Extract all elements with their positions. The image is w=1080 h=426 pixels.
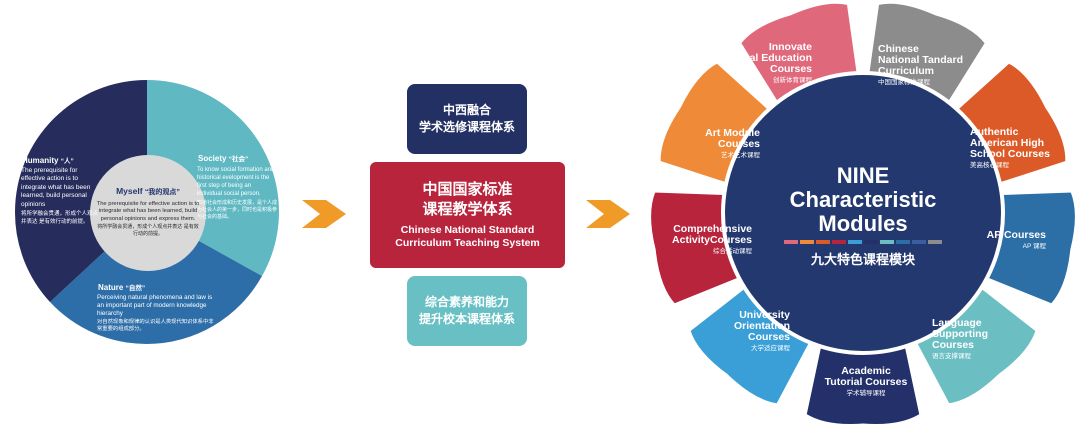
- center-title-line-3: Modules: [818, 211, 907, 236]
- nature-segment: [50, 212, 262, 345]
- center-title-line-2: Characteristic: [790, 187, 937, 212]
- school-based-line-1: 综合素养和能力: [424, 295, 509, 309]
- perspective-circle-diagram: Humanity “人” The prerequisite for effect…: [14, 80, 279, 345]
- academic-elective-line-1: 中西融合: [442, 103, 491, 117]
- national-curriculum-cn-line-1: 中国国家标准: [422, 181, 513, 198]
- school-based-line-2: 提升校本课程体系: [418, 312, 515, 326]
- national-curriculum-en-line-2: Curriculum Teaching System: [395, 237, 540, 249]
- color-bar: [784, 240, 942, 244]
- society-body-en: To know social formation and historical …: [197, 167, 275, 197]
- svg-text:Humanity “人”: Humanity “人”: [22, 156, 74, 165]
- myself-title-cn: “我的观点”: [145, 187, 180, 196]
- nine-modules-diagram: NINE Characteristic Modules 九大特色课程模块 Inn…: [648, 0, 1078, 426]
- color-bar-segment: [832, 240, 846, 244]
- national-curriculum-en-line-1: Chinese National Standard: [400, 224, 535, 236]
- society-title-cn: “社会”: [229, 154, 249, 163]
- school-based-system-box: 综合素养和能力 提升校本课程体系: [407, 276, 527, 346]
- myself-body-en: The prerequisite for effective action is…: [96, 201, 200, 222]
- color-bar-segment: [848, 240, 862, 244]
- color-bar-segment: [880, 240, 894, 244]
- nature-body-cn: 对自然现象和规律的认识是人类现代知识体系中非常重要的组成部分。: [97, 319, 214, 332]
- center-title-line-1: NINE: [837, 163, 890, 188]
- modules-center-circle: [721, 71, 1005, 355]
- humanity-title: Humanity: [22, 156, 59, 165]
- chevron-right-icon: [302, 200, 346, 228]
- humanity-body-en: The prerequisite for effective action is…: [21, 167, 91, 208]
- myself-center-circle: [90, 155, 206, 271]
- national-curriculum-cn-line-2: 课程教学体系: [422, 201, 513, 218]
- color-bar-segment: [896, 240, 910, 244]
- society-body-cn: 知道社会形成和历史发展，是个人成为社会人的第一步，同时也是积极参与社会的基础。: [197, 200, 277, 220]
- center-title-cn: 九大特色课程模块: [810, 252, 916, 267]
- nature-title: Nature: [98, 283, 124, 292]
- color-bar-segment: [928, 240, 942, 244]
- svg-text:Society “社会”: Society “社会”: [198, 154, 248, 163]
- academic-elective-line-2: 学术选修课程体系: [418, 120, 515, 134]
- color-bar-segment: [816, 240, 830, 244]
- humanity-title-cn: “人”: [61, 156, 74, 165]
- nature-body-en: Perceiving natural phenomena and law is …: [97, 294, 213, 317]
- humanity-body-cn: 将所学融会贯通，形成个人观点并表达 是有效行动的前提。: [21, 211, 99, 225]
- myself-body-cn: 将所学融会贯通，形成个人观点并表达 是有效行动的前提。: [97, 224, 199, 237]
- svg-text:Nature “自然”: Nature “自然”: [98, 283, 145, 292]
- national-curriculum-system-box: 中国国家标准 课程教学体系 Chinese National Standard …: [370, 162, 565, 268]
- color-bar-segment: [784, 240, 798, 244]
- myself-title: Myself: [116, 186, 143, 196]
- color-bar-segment: [864, 240, 878, 244]
- humanity-segment: [14, 80, 148, 302]
- chevron-right-icon: [586, 200, 630, 228]
- national-curriculum-en: Chinese National Standard Curriculum Tea…: [395, 224, 540, 250]
- svg-text:Myself “我的观点”: Myself “我的观点”: [116, 186, 180, 196]
- society-title: Society: [198, 154, 227, 163]
- color-bar-segment: [800, 240, 814, 244]
- nature-title-cn: “自然”: [126, 283, 146, 292]
- color-bar-segment: [912, 240, 926, 244]
- academic-elective-system-box: 中西融合 学术选修课程体系: [407, 84, 527, 154]
